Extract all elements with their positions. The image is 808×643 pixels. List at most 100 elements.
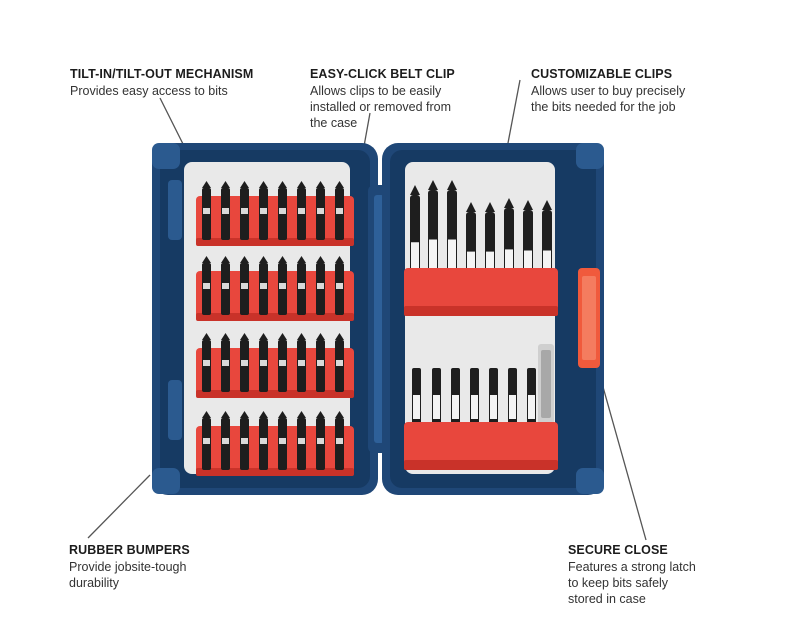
bit-label xyxy=(298,438,305,444)
bit-tip xyxy=(221,333,230,340)
latch xyxy=(578,268,600,368)
bit-clip xyxy=(196,348,354,398)
bit-tip xyxy=(202,411,211,418)
bit-tip xyxy=(447,180,457,190)
bit-label xyxy=(471,395,478,419)
bumper-top-left xyxy=(152,143,180,169)
bit-clip xyxy=(196,426,354,476)
bit-tip xyxy=(259,333,268,340)
bit-tip xyxy=(428,180,438,190)
bit-tip xyxy=(466,202,476,212)
bit-label xyxy=(279,283,286,289)
bit-tip xyxy=(278,411,287,418)
bit-tip xyxy=(202,333,211,340)
bumper-bottom-left xyxy=(152,468,180,494)
bit-label xyxy=(429,239,437,273)
bit-clip xyxy=(196,271,354,321)
callout-bumpers: RUBBER BUMPERS Provide jobsite-tough dur… xyxy=(69,543,190,591)
bit-label xyxy=(413,395,420,419)
bit-label xyxy=(317,283,324,289)
bit-label xyxy=(543,250,551,278)
leader-secure-close xyxy=(595,361,647,541)
bit-label xyxy=(317,438,324,444)
bit-tip xyxy=(297,181,306,188)
callout-tilt: TILT-IN/TILT-OUT MECHANISM Provides easy… xyxy=(70,67,253,99)
bit-label xyxy=(260,283,267,289)
bit-tip xyxy=(221,256,230,263)
bit-label xyxy=(241,360,248,366)
bit-tip xyxy=(240,256,249,263)
bit-label xyxy=(222,360,229,366)
bit-tip xyxy=(335,256,344,263)
bit-tip xyxy=(297,411,306,418)
bit-tip xyxy=(297,256,306,263)
callout-tilt-title: TILT-IN/TILT-OUT MECHANISM xyxy=(70,67,254,81)
bit-tip xyxy=(259,411,268,418)
bit-label xyxy=(203,208,210,214)
bit-tip xyxy=(316,181,325,188)
bit-label xyxy=(524,250,532,278)
bit-label xyxy=(298,208,305,214)
callout-belt-clip-line-2: installed or removed from xyxy=(310,100,452,114)
bit-label xyxy=(279,360,286,366)
bit-label xyxy=(222,208,229,214)
bit-label xyxy=(452,395,459,419)
bit-clip xyxy=(196,196,354,246)
bit-label xyxy=(433,395,440,419)
callout-belt-clip-line-1: Allows clips to be easily xyxy=(310,84,442,98)
callout-bumpers-title: RUBBER BUMPERS xyxy=(69,543,190,557)
bit-label xyxy=(509,395,516,419)
bit-tip xyxy=(335,333,344,340)
bit-tip xyxy=(410,185,420,195)
bit-tip xyxy=(202,256,211,263)
callout-custom-clips-line-1: Allows user to buy precisely xyxy=(531,84,686,98)
bit-label xyxy=(486,251,494,278)
bit-label xyxy=(467,251,475,278)
bit-label xyxy=(279,208,286,214)
bits-layer xyxy=(196,180,558,476)
callout-custom-clips: CUSTOMIZABLE CLIPS Allows user to buy pr… xyxy=(531,67,685,115)
bit-label xyxy=(505,249,513,277)
bit-label xyxy=(317,208,324,214)
bit-tip xyxy=(278,333,287,340)
bit-label xyxy=(317,360,324,366)
bit-tip xyxy=(240,333,249,340)
bit-tip xyxy=(316,256,325,263)
bit-label xyxy=(241,283,248,289)
bit-label xyxy=(448,239,456,273)
bit-tip xyxy=(278,256,287,263)
bit-tip xyxy=(297,333,306,340)
callout-belt-clip-title: EASY-CLICK BELT CLIP xyxy=(310,67,455,81)
bit-clip-edge xyxy=(196,313,354,321)
bit-tip xyxy=(335,181,344,188)
bit-label xyxy=(260,208,267,214)
callout-secure-close-line-1: Features a strong latch xyxy=(568,560,696,574)
bit-label xyxy=(336,283,343,289)
bit-label xyxy=(336,438,343,444)
callout-custom-clips-title: CUSTOMIZABLE CLIPS xyxy=(531,67,673,81)
bit-tip xyxy=(542,200,552,210)
callout-bumpers-line-1: Provide jobsite-tough xyxy=(69,560,187,574)
bit-label xyxy=(241,208,248,214)
bit-label xyxy=(528,395,535,419)
callout-secure-close-line-3: stored in case xyxy=(568,592,646,606)
bit-clip-edge xyxy=(196,390,354,398)
callout-belt-clip-line-3: the case xyxy=(310,116,358,130)
callout-secure-close-line-2: to keep bits safely xyxy=(568,576,669,590)
bit-label xyxy=(241,438,248,444)
bit-tip xyxy=(278,181,287,188)
bit-label xyxy=(260,360,267,366)
bit-label xyxy=(279,438,286,444)
bit-tip xyxy=(259,181,268,188)
bit-label xyxy=(260,438,267,444)
bit-label xyxy=(490,395,497,419)
bit-label xyxy=(203,283,210,289)
bit-clip xyxy=(404,268,558,312)
bit-clip-edge xyxy=(196,468,354,476)
bit-tip xyxy=(221,181,230,188)
right-tray xyxy=(405,162,555,474)
bit-clip-edge xyxy=(404,306,558,316)
callout-belt-clip: EASY-CLICK BELT CLIP Allows clips to be … xyxy=(310,67,455,131)
callout-secure-close-title: SECURE CLOSE xyxy=(568,543,668,557)
